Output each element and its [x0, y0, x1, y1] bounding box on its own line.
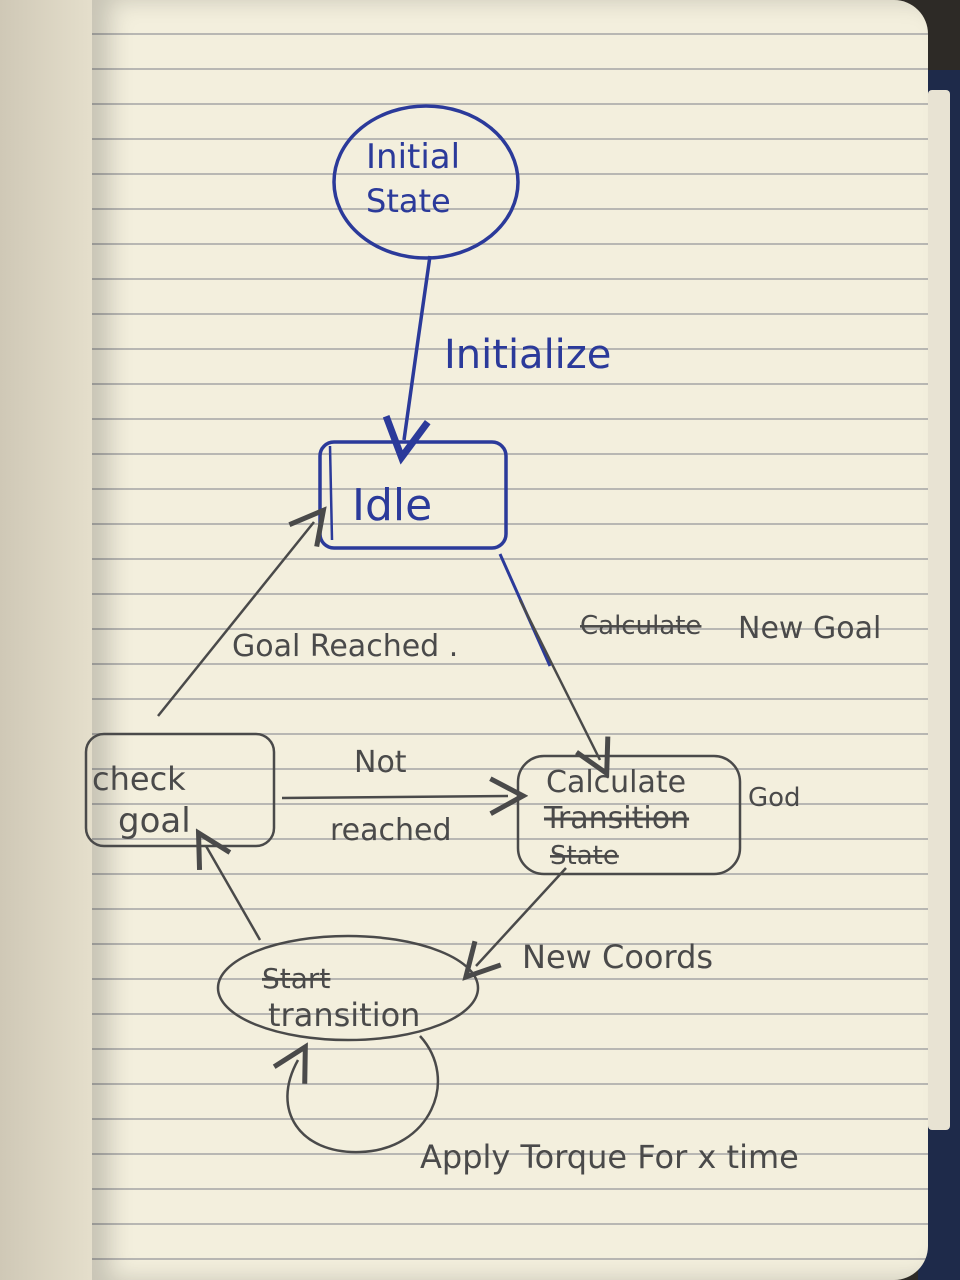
calculate-side-note: God: [748, 783, 801, 813]
transition-label: transition: [268, 996, 420, 1034]
apply-torque-label: Apply Torque For x time: [420, 1138, 799, 1176]
idle-box-stroke: [328, 445, 334, 541]
calculate-struck-label-2: State: [550, 841, 619, 871]
new-goal-struck-text: Calculate: [580, 611, 701, 641]
goal-reached-arrow: [157, 522, 314, 717]
new-goal-arrow: [518, 599, 600, 760]
initialize-label: Initialize: [444, 332, 611, 378]
idle-state-box: [318, 440, 508, 550]
check-goal-label-2: goal: [118, 801, 191, 841]
not-reached-arrow: [281, 796, 508, 798]
transition-to-check-arrow: [206, 846, 262, 941]
calculate-state-box: [516, 754, 742, 876]
new-goal-label: New Goal: [738, 611, 881, 646]
goal-reached-label: Goal Reached .: [232, 629, 458, 664]
transition-struck-label: Start: [262, 962, 330, 995]
back-pages-edge: [928, 90, 950, 1130]
check-goal-label-1: check: [92, 760, 186, 798]
not-reached-label-top: Not: [354, 745, 407, 780]
initial-state-circle: [332, 104, 520, 260]
idle-state-label: Idle: [352, 480, 432, 531]
calculate-struck-label-1: Transition: [543, 801, 689, 836]
initial-state-label-2: State: [366, 182, 451, 220]
check-goal-box: [84, 732, 276, 848]
initial-state-label-1: Initial: [366, 137, 460, 177]
new-coords-arrow: [476, 867, 567, 966]
new-coords-label: New Coords: [522, 938, 713, 976]
calculate-label: Calculate: [546, 765, 686, 800]
not-reached-label-bottom: reached: [330, 813, 452, 848]
self-loop-arrow: [287, 1035, 440, 1154]
initialize-arrow: [404, 255, 432, 440]
transition-state-ellipse: [216, 934, 480, 1042]
